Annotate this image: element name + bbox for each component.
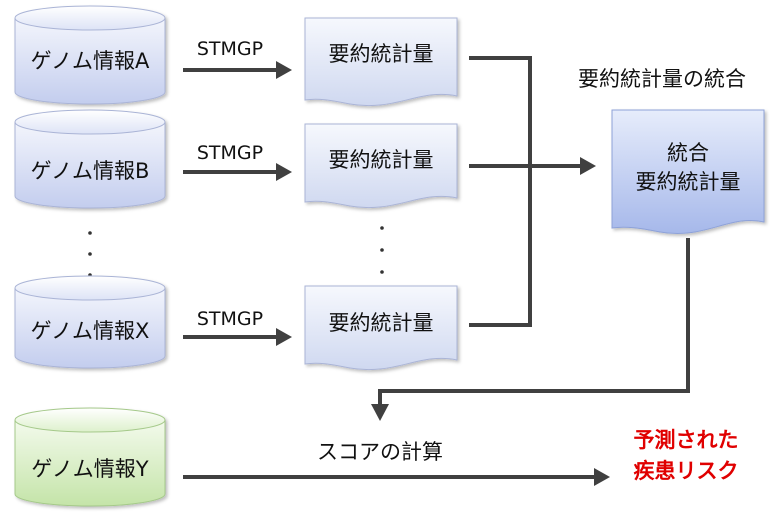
database-x-label: ゲノム情報X	[31, 319, 150, 343]
score-label: スコアの計算	[317, 440, 443, 464]
merged-summary-line1: 統合	[667, 141, 709, 165]
merged-summary-doc	[611, 109, 765, 234]
database-b-label: ゲノム情報B	[31, 159, 150, 183]
result-line2: 疾患リスク	[634, 459, 739, 483]
stmgp-label-x: STMGP	[197, 308, 263, 330]
summary-doc-b-label: 要約統計量	[329, 148, 434, 172]
database-ellipsis	[88, 231, 92, 277]
summary-doc-a-label: 要約統計量	[329, 42, 434, 66]
merge-connector	[469, 56, 580, 327]
score-connector	[378, 238, 690, 405]
database-y	[14, 407, 166, 507]
stmgp-arrow-a	[183, 61, 292, 79]
risk-arrow	[183, 468, 610, 486]
result-line1: 予測された	[634, 428, 739, 452]
stmgp-label-b: STMGP	[197, 142, 263, 164]
score-connector-arrowhead	[371, 404, 389, 421]
database-x	[14, 275, 166, 369]
summary-doc-x-label: 要約統計量	[329, 311, 434, 335]
database-a	[14, 5, 166, 105]
stmgp-arrow-b	[183, 163, 292, 181]
merged-summary-line2: 要約統計量	[636, 170, 741, 194]
stmgp-label-a: STMGP	[197, 38, 263, 60]
merge-arrowhead	[580, 157, 596, 175]
summary-doc-x	[304, 285, 458, 371]
database-b	[14, 109, 166, 209]
summary-doc-b	[304, 123, 458, 209]
stmgp-arrow-x	[183, 328, 292, 346]
database-a-label: ゲノム情報A	[31, 49, 150, 73]
summary-ellipsis	[380, 226, 384, 274]
summary-doc-a	[304, 17, 458, 107]
database-y-label: ゲノム情報Y	[31, 457, 148, 481]
integration-title: 要約統計量の統合	[578, 67, 746, 91]
